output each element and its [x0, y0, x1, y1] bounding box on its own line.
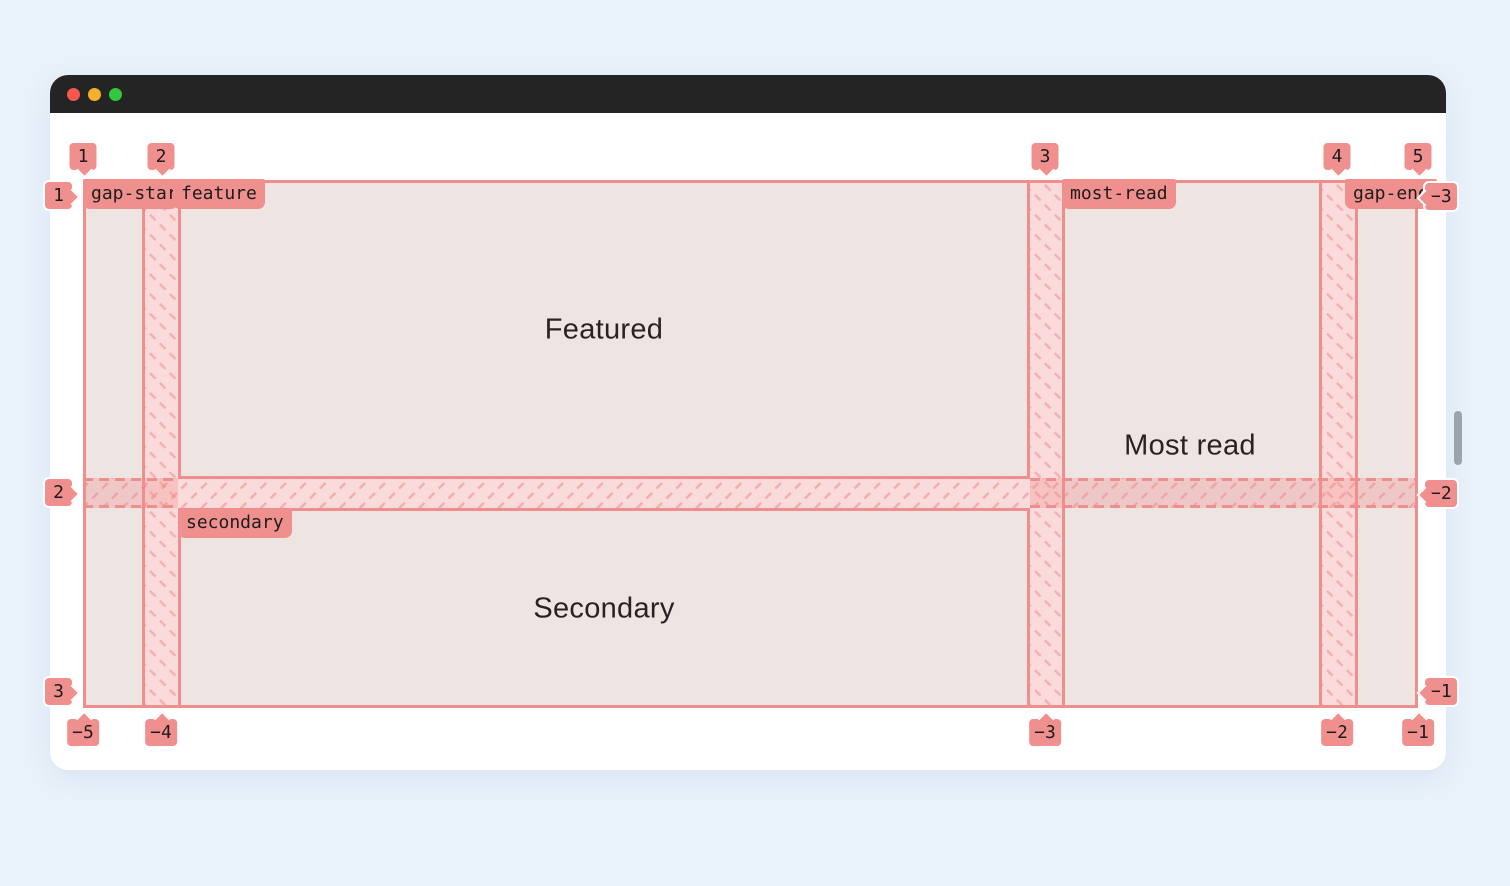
row-gap-dashed-border	[1030, 505, 1418, 508]
column-line-chip-bottom-neg4: −4	[143, 717, 179, 748]
row-line-chip-right-neg3: −3	[1423, 181, 1459, 212]
column-gap-hatch	[1030, 180, 1062, 708]
row-gap-dashed-border	[1030, 478, 1418, 481]
row-gap-dashed-border	[83, 505, 178, 508]
column-gap-strip-3	[1322, 180, 1355, 708]
column-gap-hatch	[1322, 180, 1355, 708]
most-read-area-label: Most read	[1124, 429, 1256, 462]
column-line-chip-bottom-neg1: −1	[1400, 717, 1436, 748]
grid-area-secondary	[178, 508, 1030, 708]
featured-area-label: Featured	[544, 313, 664, 346]
column-line-chip-bottom-neg5: −5	[65, 717, 101, 748]
column-line-chip-top-1: 1	[67, 141, 99, 172]
row-line-chip-right-neg2: −2	[1423, 478, 1459, 509]
secondary-area-label: Secondary	[533, 592, 675, 625]
row-line-chip-right-neg1: −1	[1423, 676, 1459, 707]
scrollbar-thumb[interactable]	[1454, 411, 1462, 465]
column-gap-hatch	[145, 180, 178, 708]
column-line-chip-bottom-neg2: −2	[1319, 717, 1355, 748]
window-titlebar	[50, 75, 1446, 113]
row-gap-hatch	[83, 478, 1418, 508]
grid-track-left-gutter	[83, 180, 145, 708]
row-line-chip-left-1: 1	[43, 180, 74, 211]
line-name-label-gap-start: gap-start	[83, 179, 178, 209]
line-name-label-feature: feature	[173, 179, 265, 209]
close-window-button[interactable]	[67, 87, 80, 101]
column-line-chip-top-4: 4	[1321, 141, 1353, 172]
row-gap-strip	[83, 478, 1418, 508]
row-gap-dashed-border	[83, 478, 178, 481]
column-gap-strip-2	[1030, 180, 1062, 708]
line-name-label-secondary: secondary	[178, 508, 292, 538]
grid-area-featured	[178, 180, 1030, 479]
maximize-window-button[interactable]	[109, 87, 122, 101]
column-line-chip-top-2: 2	[145, 141, 177, 172]
line-name-label-most-read: most-read	[1062, 179, 1176, 209]
grid-track-right-gutter	[1355, 180, 1418, 708]
row-line-chip-left-2: 2	[43, 477, 74, 508]
column-line-chip-top-3: 3	[1029, 141, 1061, 172]
row-line-chip-left-3: 3	[43, 676, 74, 707]
column-gap-strip-1	[145, 180, 178, 708]
column-line-chip-bottom-neg3: −3	[1027, 717, 1063, 748]
minimize-window-button[interactable]	[88, 87, 101, 101]
column-line-chip-top-5: 5	[1402, 141, 1434, 172]
